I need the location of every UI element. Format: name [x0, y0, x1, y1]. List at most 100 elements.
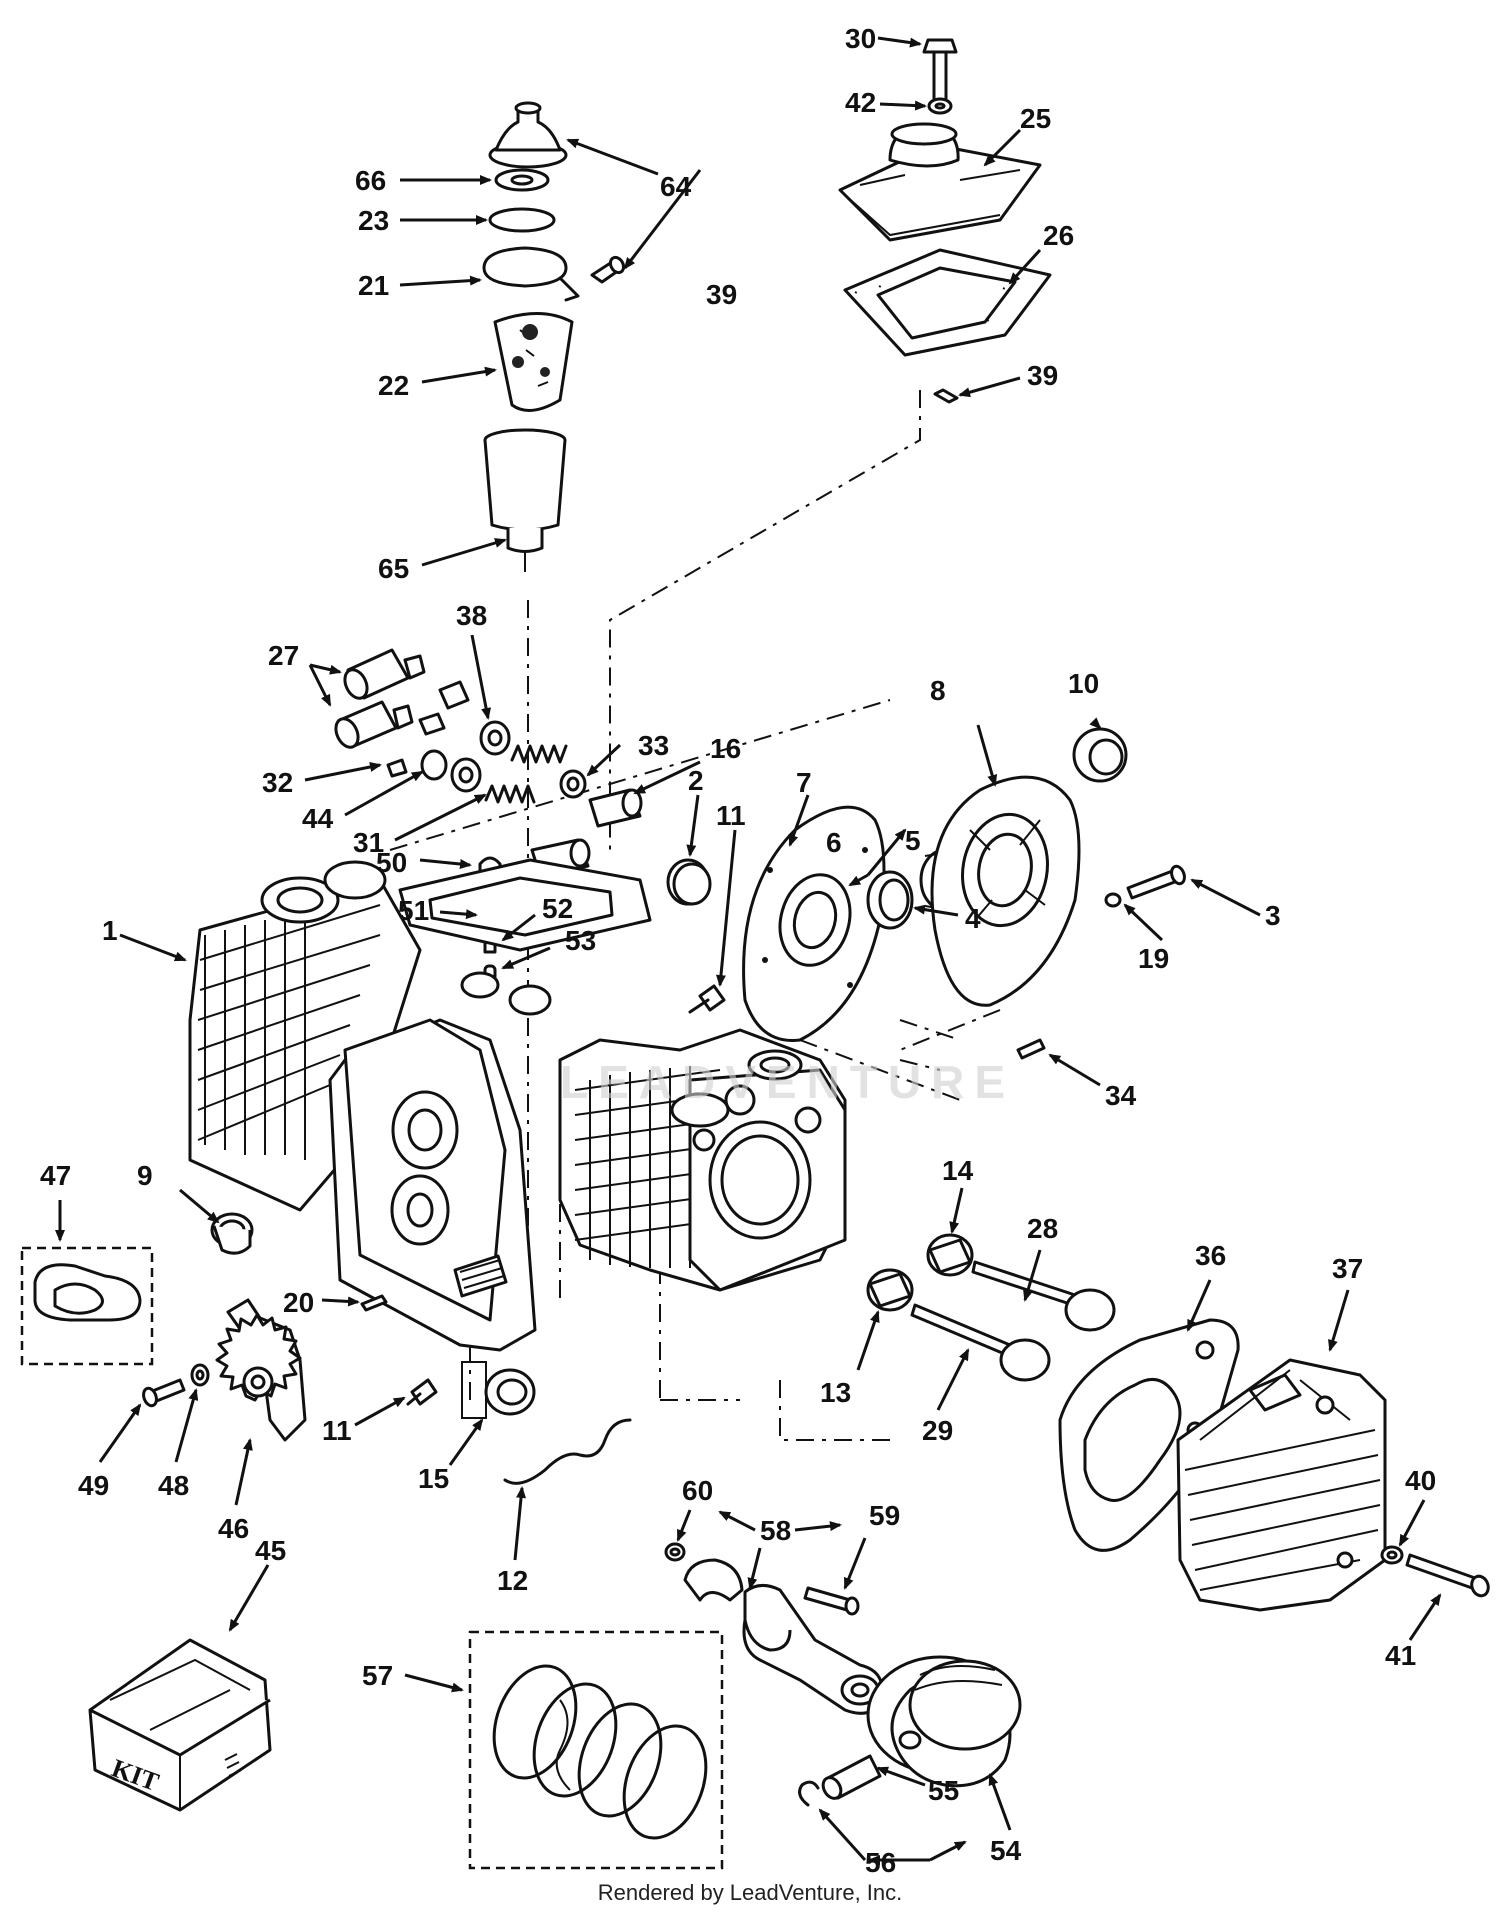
- screw-3: [1126, 864, 1186, 900]
- spring-upper: [510, 744, 568, 764]
- callout-3: 3: [1265, 900, 1281, 931]
- callout-34: 34: [1105, 1080, 1137, 1111]
- breather-tube-65: [483, 428, 567, 572]
- callout-59: 59: [869, 1500, 900, 1531]
- callout-37: 37: [1332, 1253, 1363, 1284]
- screw-49: [142, 1378, 186, 1408]
- leader-arrows: [55, 36, 1442, 1865]
- callout-66: 66: [355, 165, 386, 196]
- callout-25: 25: [1020, 103, 1051, 134]
- screw-11b: [406, 1378, 438, 1406]
- callout-40: 40: [1405, 1465, 1436, 1496]
- callout-57: 57: [362, 1660, 393, 1691]
- dowel-20: [360, 1294, 388, 1312]
- callout-32: 32: [262, 767, 293, 798]
- callout-48: 48: [158, 1470, 189, 1501]
- callout-49: 49: [78, 1470, 109, 1501]
- callout-11: 11: [716, 800, 746, 831]
- pin-34: [1016, 1038, 1046, 1060]
- clamp-21: [482, 246, 580, 302]
- tappet-27b: [334, 700, 414, 749]
- callout-16: 16: [710, 733, 741, 764]
- callout-41: 41: [1385, 1640, 1416, 1671]
- callout-33: 33: [638, 730, 669, 761]
- callout-44: 44: [302, 803, 334, 834]
- callout-52: 52: [542, 893, 573, 924]
- callout-12: 12: [497, 1565, 528, 1596]
- callout-54: 54: [990, 1835, 1022, 1866]
- breather-cap-64: [488, 101, 568, 169]
- callout-45: 45: [255, 1535, 286, 1566]
- watermark: LEADVENTURE: [560, 1056, 1016, 1108]
- callout-56: 56: [865, 1847, 896, 1878]
- bearing-plate-7: [742, 805, 886, 1042]
- retainer-38: [479, 720, 511, 756]
- governor-link-12: [503, 1418, 632, 1485]
- callout-10: 10: [1068, 668, 1099, 699]
- clip-56: [798, 1780, 820, 1807]
- washer-40: [1380, 1545, 1404, 1565]
- screw-59: [803, 1586, 860, 1616]
- callout-51: 51: [398, 895, 429, 926]
- spring-31: [484, 784, 536, 804]
- key-32: [386, 758, 408, 778]
- washer-19: [1104, 892, 1122, 908]
- kit-box-45: KIT: [88, 1638, 272, 1812]
- guide-16: [588, 788, 643, 828]
- callout-26: 26: [1043, 220, 1074, 251]
- retainer-44: [420, 749, 482, 793]
- valve-cover-assembly: [838, 38, 1052, 404]
- valve-seat-14: [926, 1233, 974, 1277]
- washer-48: [190, 1363, 210, 1387]
- bearing-4: [866, 870, 914, 930]
- callout-50: 50: [376, 847, 407, 878]
- piston-54: [866, 1655, 1022, 1788]
- callout-39: 39: [1027, 360, 1058, 391]
- callout-36: 36: [1195, 1240, 1226, 1271]
- valve-28: [971, 1260, 1116, 1332]
- screw-39a: [590, 255, 626, 284]
- callout-65: 65: [378, 553, 409, 584]
- bolt-41: [1405, 1553, 1490, 1598]
- callout-labels: 30 42 25 26 39 39 64 66 23 21 22 65 27 3…: [40, 23, 1436, 1878]
- valve-29: [910, 1303, 1051, 1382]
- breather-assembly: [482, 101, 580, 572]
- seal-33: [559, 769, 587, 799]
- callout-27: 27: [268, 640, 299, 671]
- footer-credit: Rendered by LeadVenture, Inc.: [597, 1880, 903, 1905]
- gasket-kit-47: [20, 1246, 154, 1366]
- screw-11a: [688, 984, 726, 1014]
- callout-38: 38: [456, 600, 487, 631]
- cover-25: [838, 122, 1042, 242]
- callout-4: 4: [965, 903, 981, 934]
- tappet-27a: [343, 648, 426, 700]
- valve-seat-13: [866, 1268, 914, 1312]
- callout-6: 6: [826, 827, 842, 858]
- callout-53: 53: [565, 925, 596, 956]
- element-22: [493, 312, 574, 443]
- callout-9: 9: [137, 1160, 153, 1191]
- callout-7: 7: [796, 767, 812, 798]
- washer-66: [494, 168, 550, 192]
- connecting-rod-58: [683, 1558, 884, 1715]
- oring-23: [488, 207, 556, 233]
- callout-64: 64: [660, 171, 692, 202]
- callout-1: 1: [102, 915, 118, 946]
- callout-29: 29: [922, 1415, 953, 1446]
- callout-8: 8: [930, 675, 946, 706]
- gasket-26: [843, 248, 1052, 357]
- oil-pan-8: [930, 775, 1081, 1007]
- callout-39: 39: [706, 279, 737, 310]
- callout-19: 19: [1138, 943, 1169, 974]
- callout-47: 47: [40, 1160, 71, 1191]
- callout-22: 22: [378, 370, 409, 401]
- seal-15: [461, 1361, 536, 1419]
- plug-2: [666, 858, 712, 906]
- cylinder-head-37: [1176, 1358, 1387, 1612]
- piston-pin-55: [821, 1754, 882, 1800]
- washer-42: [927, 97, 953, 115]
- callout-20: 20: [283, 1287, 314, 1318]
- callout-31: 31: [353, 827, 384, 858]
- callout-2: 2: [688, 765, 704, 796]
